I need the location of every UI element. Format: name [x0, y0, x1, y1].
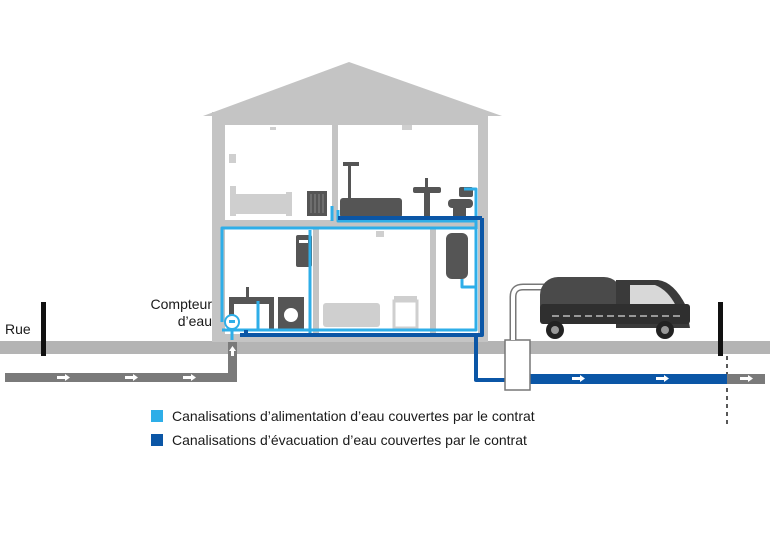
- bathtub-icon: [340, 162, 402, 218]
- flow-arrows-drain: [572, 375, 753, 382]
- water-meter-label-line2: d’eau: [177, 313, 212, 329]
- drain-pipes: [240, 216, 505, 382]
- ceiling-lamp-icon: [376, 231, 384, 237]
- legend-swatch-drain: [151, 434, 163, 446]
- vacuum-truck-icon: [540, 277, 690, 339]
- wall-outlet-icon: [229, 154, 236, 163]
- house-roof: [203, 62, 502, 116]
- lamp-icon: [402, 125, 412, 130]
- inspection-chamber: [504, 283, 547, 391]
- street-post-left: [41, 302, 46, 356]
- boiler-tank-icon: [446, 233, 468, 279]
- water-meter-icon: [224, 314, 240, 330]
- legend-swatch-supply: [151, 410, 163, 422]
- sewer-pipe: [530, 374, 727, 384]
- washbasin-icon: [413, 178, 441, 216]
- legend-item-supply: Canalisations d’alimentation d’eau couve…: [151, 408, 535, 424]
- street-pipe: [5, 373, 237, 382]
- chair-icon: [392, 296, 419, 330]
- water-meter-label: Compteur d’eau: [120, 296, 212, 330]
- legend-text-drain: Canalisations d’évacuation d’eau couvert…: [172, 432, 527, 448]
- legend-item-drain: Canalisations d’évacuation d’eau couvert…: [151, 432, 527, 448]
- supply-pipes: [220, 187, 478, 340]
- ground-band: [0, 341, 770, 354]
- water-heater-icon: [296, 235, 312, 267]
- radiator-icon: [307, 191, 327, 216]
- wall-picture-icon: [270, 127, 276, 130]
- street-pipe-riser: [228, 340, 237, 382]
- sofa-icon: [323, 303, 380, 327]
- water-meter-label-line1: Compteur: [150, 296, 212, 312]
- bed-icon: [230, 186, 292, 216]
- legend-text-supply: Canalisations d’alimentation d’eau couve…: [172, 408, 535, 424]
- flow-arrows-supply: [57, 346, 236, 381]
- washing-machine-icon: [278, 297, 304, 329]
- street-label: Rue: [5, 321, 31, 337]
- street-post-right: [718, 302, 723, 356]
